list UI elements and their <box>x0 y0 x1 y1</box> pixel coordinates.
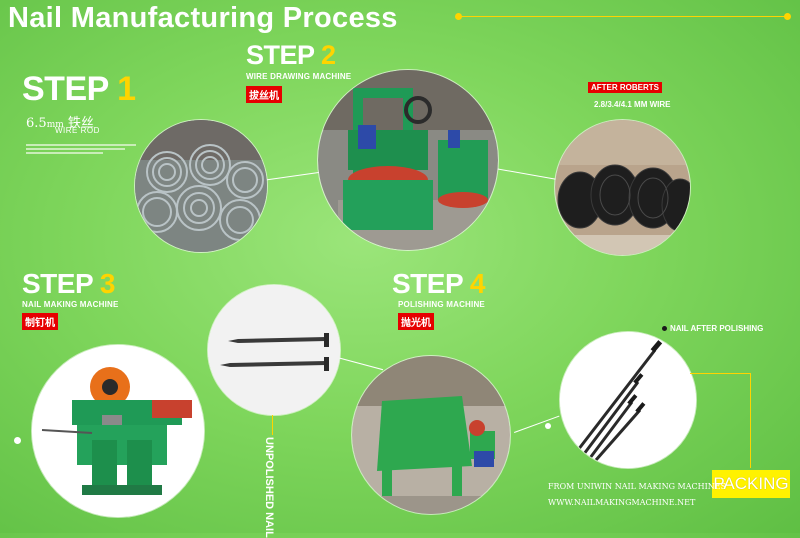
packing-badge: PACKING <box>712 470 790 498</box>
step-2-heading: STEP 2 <box>246 40 336 71</box>
step-word: STEP <box>392 268 463 299</box>
machine-label-cn: 抛光机 <box>398 313 434 330</box>
step-number: 4 <box>469 268 486 299</box>
machine-label: WIRE DRAWING MACHINE <box>246 72 352 81</box>
wire-rod-photo <box>135 120 267 252</box>
after-roberts-badge: AFTER ROBERTS <box>588 82 662 93</box>
step-number: 2 <box>321 40 336 70</box>
polished-nail-photo <box>560 332 696 468</box>
connector-line <box>494 168 557 180</box>
nail-making-machine-photo <box>32 345 204 517</box>
step-word: STEP <box>246 40 315 70</box>
step-4-heading: STEP 4 <box>392 268 485 300</box>
wire-rod-label: WIRE ROD <box>55 126 100 135</box>
unpolished-nail-photo <box>208 285 340 415</box>
company-label: FROM UNIWIN NAIL MAKING MACHINES <box>548 482 727 491</box>
machine-label-cn: 制钉机 <box>22 313 58 330</box>
wire-size-label: 2.8/3.4/4.1 MM WIRE <box>594 100 671 109</box>
website-label: WWW.NAILMAKINGMACHINE.NET <box>548 498 696 507</box>
machine-label: NAIL MAKING MACHINE <box>22 300 119 309</box>
machine-label-cn: 拔丝机 <box>246 86 282 103</box>
title-dot <box>784 13 791 20</box>
wire-rod-size: 6.5mm 铁丝 <box>26 116 94 131</box>
yellow-marker-line <box>690 373 750 374</box>
step-word: STEP <box>22 70 109 108</box>
step-number: 1 <box>117 70 136 108</box>
yellow-marker-line <box>272 415 273 435</box>
connector-line <box>262 171 320 181</box>
pointer-dot <box>662 326 667 331</box>
unpolished-nail-label: UNPOLISHED NAIL <box>263 437 275 538</box>
polishing-machine-photo <box>352 356 510 514</box>
drawn-wire-photo <box>555 120 690 255</box>
decorative-text <box>26 142 136 156</box>
step-word: STEP <box>22 268 93 299</box>
step-1-heading: STEP 1 <box>22 70 136 109</box>
yellow-marker-line <box>750 373 751 468</box>
connector-line <box>514 415 560 433</box>
title-underline <box>458 16 788 17</box>
decorative-dot <box>14 437 21 444</box>
step-3-heading: STEP 3 <box>22 268 115 300</box>
page-title: Nail Manufacturing Process <box>8 2 398 34</box>
decorative-dot <box>545 423 551 429</box>
wire-drawing-machine-photo <box>318 70 498 250</box>
nail-after-polishing-label: NAIL AFTER POLISHING <box>670 324 764 333</box>
step-number: 3 <box>99 268 116 299</box>
machine-label: POLISHING MACHINE <box>398 300 485 309</box>
